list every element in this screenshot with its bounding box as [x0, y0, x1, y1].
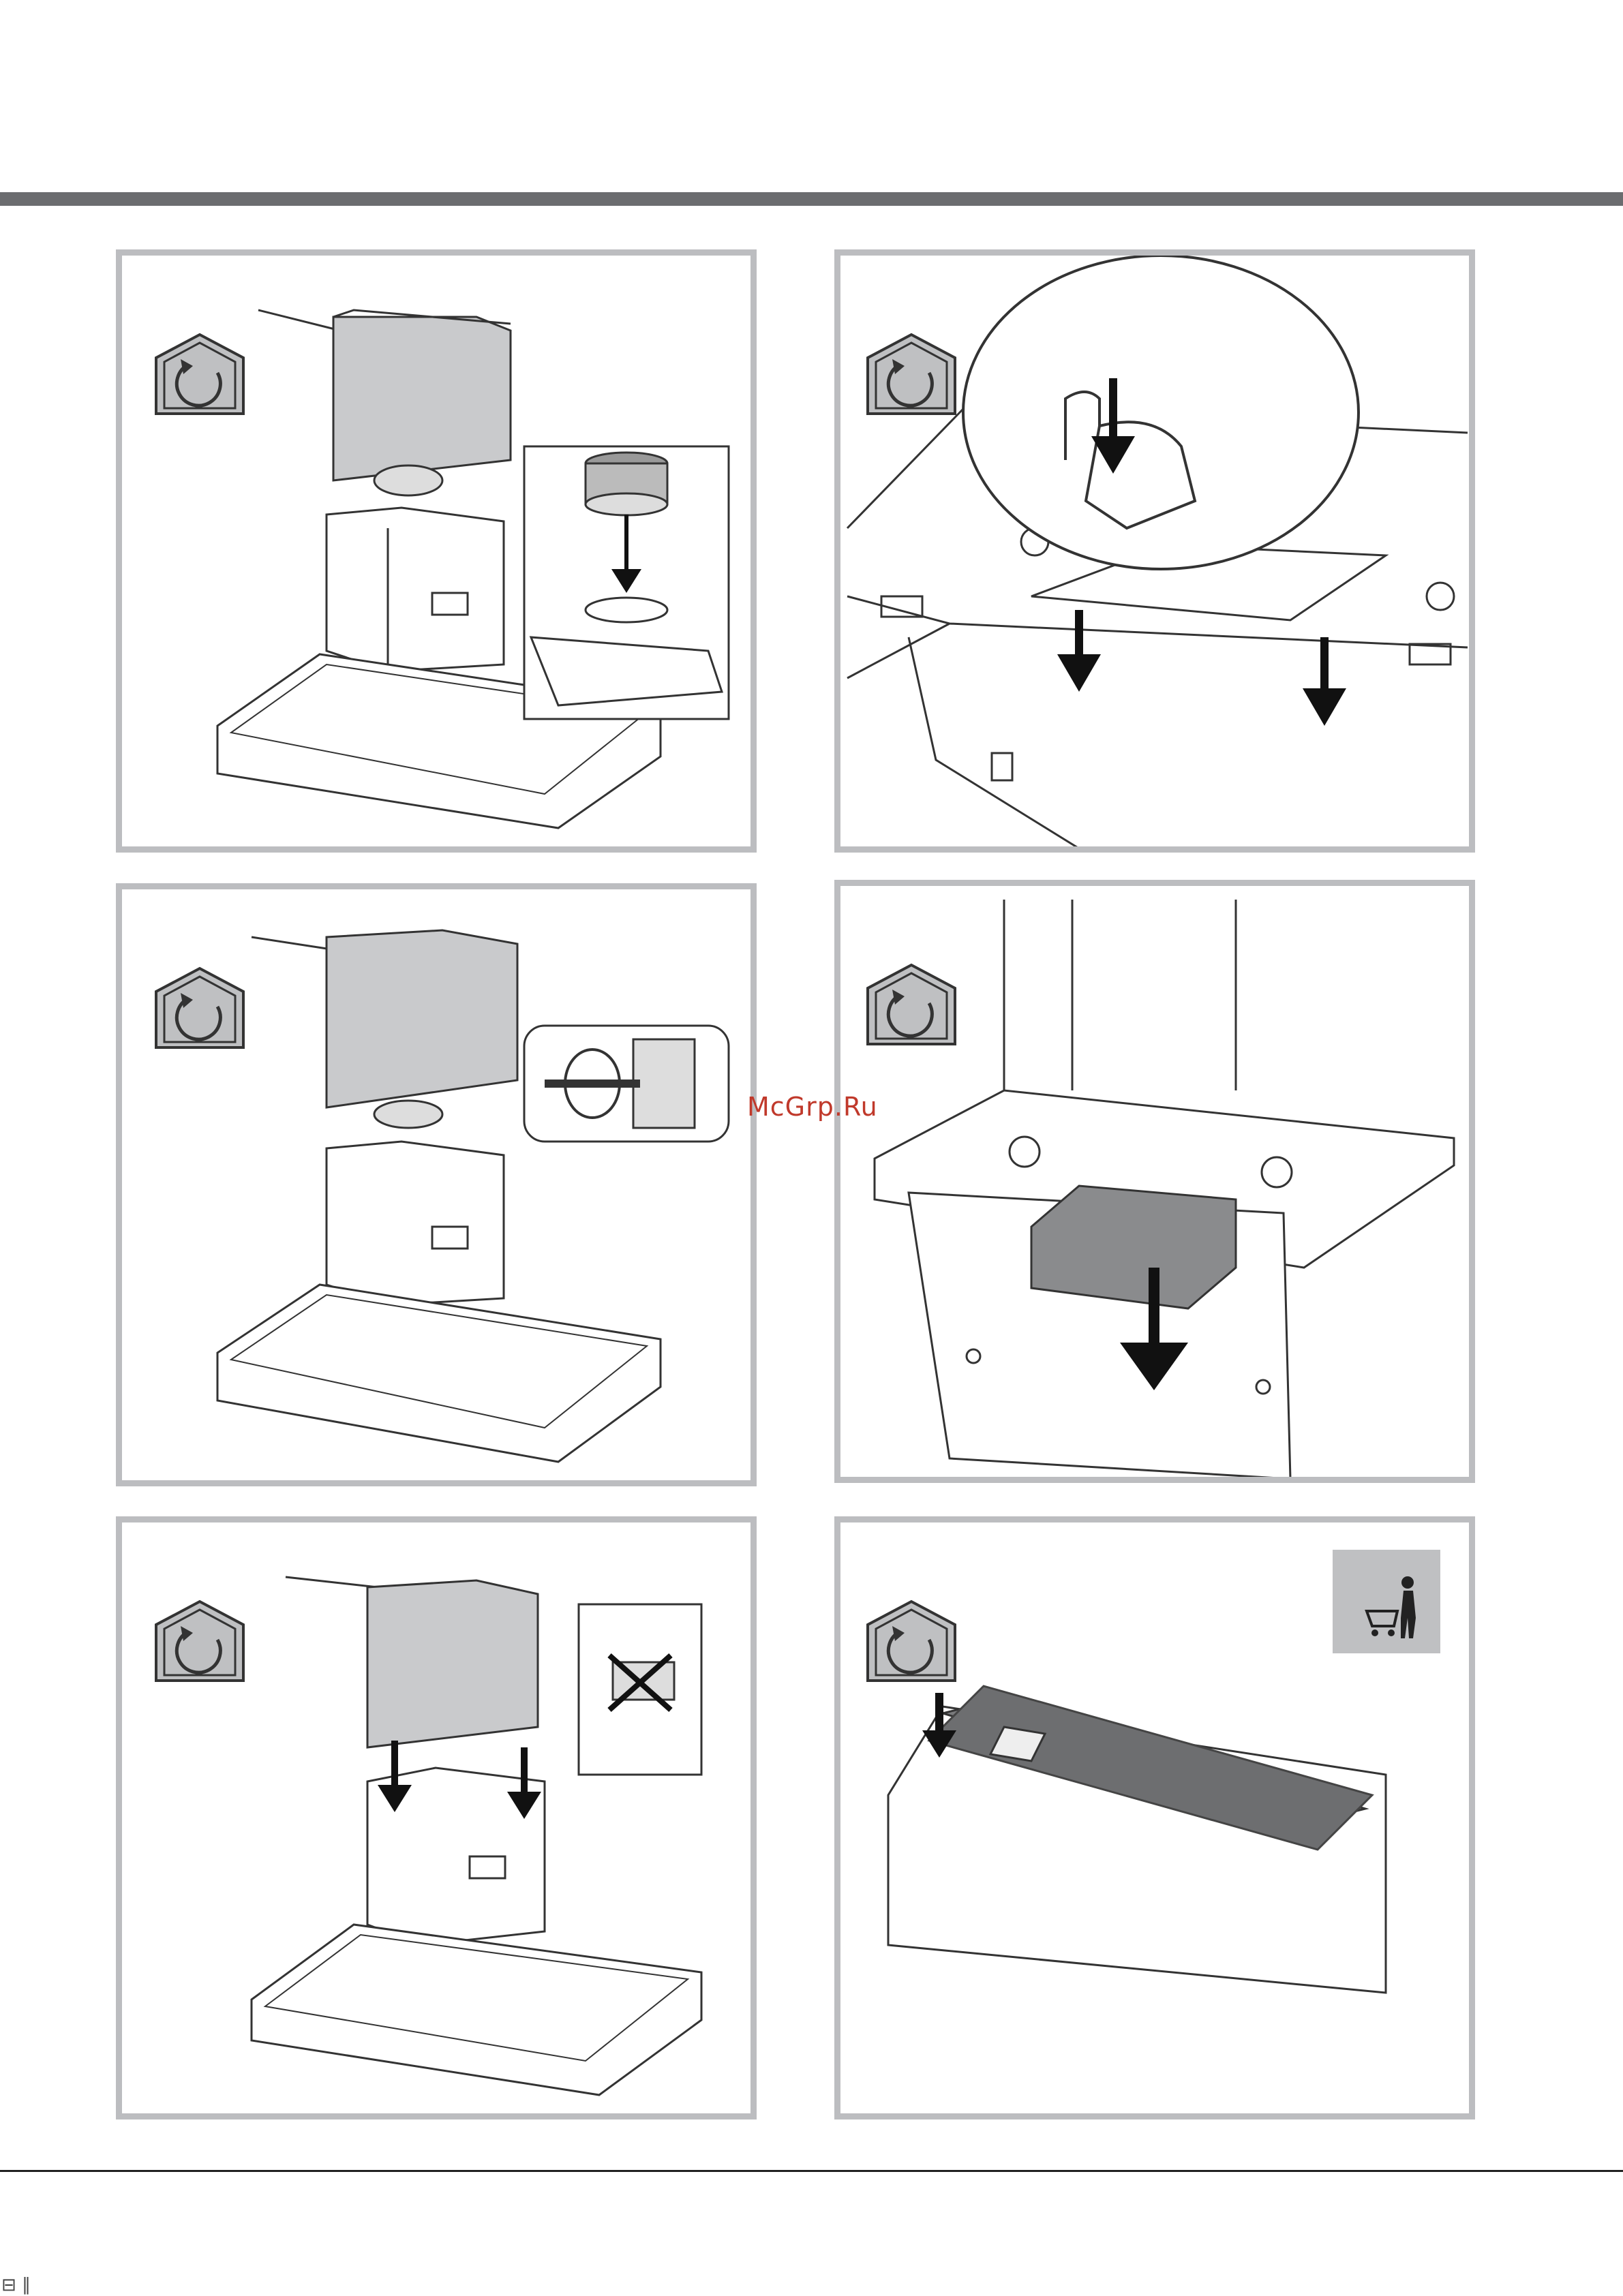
- panel-carbon-box: [834, 880, 1475, 1483]
- illustration-carbon-filter: [840, 1522, 1475, 2119]
- panel-duct-collar: [116, 249, 757, 853]
- footer-line: [0, 2170, 1623, 2172]
- panel-carbon-filter: [834, 1516, 1475, 2119]
- panel-grease-filter: [834, 249, 1475, 853]
- header-bar: [0, 192, 1623, 206]
- illustration-hose-clamp: [122, 889, 757, 1486]
- recirculation-house-icon: [868, 1602, 955, 1681]
- illustration-chimney-cover: [122, 1522, 757, 2119]
- illustration-grease-filter: [840, 256, 1475, 853]
- recirculation-house-icon: [156, 335, 243, 414]
- recirculation-house-icon: [156, 1602, 243, 1681]
- recirculation-house-icon: [156, 968, 243, 1047]
- illustration-duct-collar: [122, 256, 757, 853]
- panel-hose-clamp: [116, 883, 757, 1486]
- watermark-text: McGrp.Ru: [747, 1092, 878, 1122]
- panel-chimney-cover: [116, 1516, 757, 2119]
- recirculation-house-icon: [868, 335, 955, 414]
- shopping-cart-person-icon: [1333, 1550, 1440, 1653]
- footer-mark: ⊟ ∥: [1, 2275, 31, 2295]
- recirculation-house-icon: [868, 965, 955, 1044]
- illustration-carbon-box: [840, 886, 1475, 1483]
